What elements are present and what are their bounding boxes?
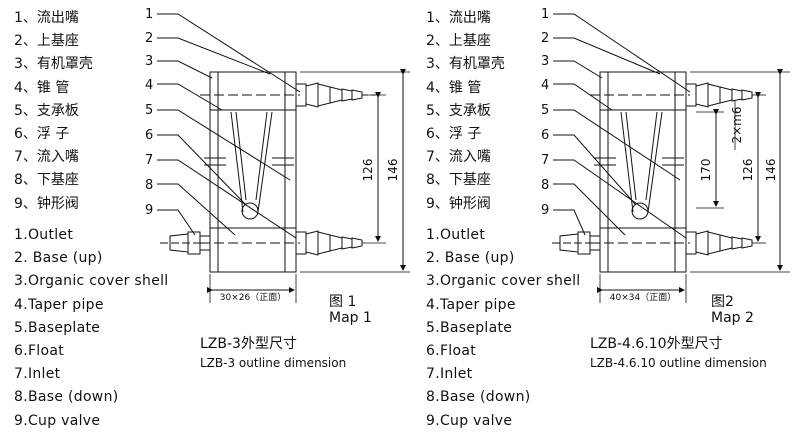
callout-number: 7	[541, 153, 549, 168]
left-callout-numbers: 1 2 3 4 5 6 7 8 9	[145, 7, 153, 218]
legend-item: 1、流出嘴	[426, 10, 491, 26]
legend-item: 2. Base (up)	[426, 250, 515, 267]
left-figure-label-cn: 图 1	[329, 294, 357, 310]
callout-number: 1	[145, 7, 153, 22]
legend-item: 2. Base (up)	[14, 250, 103, 267]
callout-number: 8	[541, 178, 549, 193]
right-title-en: LZB-4.6.10 outline dimension	[590, 356, 767, 370]
callout-number: 7	[145, 153, 153, 168]
left-title-en: LZB-3 outline dimension	[200, 356, 347, 370]
inlet-nozzle	[685, 230, 753, 256]
legend-item: 1.Outlet	[426, 227, 486, 243]
callout-number: 9	[541, 203, 549, 218]
legend-item: 5、支承板	[14, 102, 79, 119]
legend-item: 9、钟形阀	[14, 195, 79, 212]
legend-item: 9、钟形阀	[426, 195, 491, 212]
cover-shell	[599, 71, 687, 273]
right-flowmeter-drawing	[552, 13, 790, 303]
legend-item: 6.Float	[426, 342, 477, 359]
callout-number: 2	[145, 31, 153, 46]
right-callout-numbers: 1 2 3 4 5 6 7 8 9	[541, 7, 549, 218]
legend-item: 3.Organic cover shell	[14, 273, 169, 290]
float	[241, 202, 259, 220]
right-legend-chinese: 1、流出嘴 2、上基座 3、有机罩壳 4、锥 管 5、支承板 6、浮 子 7、流…	[426, 7, 505, 216]
legend-item: 5.Baseplate	[426, 319, 513, 336]
legend-item: 7.Inlet	[426, 366, 473, 383]
cup-valve	[160, 231, 211, 255]
dimension-126: 126	[361, 159, 375, 182]
legend-item: 7、流入嘴	[14, 149, 79, 166]
inlet-nozzle	[295, 230, 363, 256]
callout-number: 5	[145, 103, 153, 118]
dimension-146: 146	[764, 159, 778, 182]
left-flowmeter-drawing	[157, 13, 410, 303]
left-legend-english: 1.Outlet 2. Base (up) 3.Organic cover sh…	[14, 224, 169, 433]
right-title-cn: LZB-4.6.10外型尺寸	[590, 336, 723, 352]
dimension-146: 146	[386, 159, 400, 182]
callout-number: 4	[541, 78, 549, 93]
callout-number: 3	[541, 54, 549, 69]
legend-item: 5.Baseplate	[14, 319, 101, 336]
callout-number: 2	[541, 31, 549, 46]
legend-item: 4、锥 管	[14, 79, 70, 96]
legend-item: 8、下基座	[426, 172, 491, 189]
right-figure-label-cn: 图2	[711, 294, 734, 310]
dimension-126: 126	[741, 159, 755, 182]
dimension-170: 170	[699, 159, 713, 182]
legend-item: 6、浮 子	[14, 125, 70, 142]
legend-item: 9.Cup valve	[14, 412, 101, 429]
legend-item: 8.Base (down)	[426, 389, 531, 406]
cover-shell	[209, 71, 297, 273]
callout-number: 6	[541, 128, 549, 143]
left-figure-label-en: Map 1	[329, 310, 372, 326]
legend-item: 5、支承板	[426, 102, 491, 119]
legend-item: 7、流入嘴	[426, 149, 491, 166]
width-dimension: 30×26（正面）	[220, 292, 286, 303]
legend-item: 3.Organic cover shell	[426, 273, 581, 290]
legend-item: 2、上基座	[426, 33, 491, 50]
callout-number: 5	[541, 103, 549, 118]
legend-item: 1.Outlet	[14, 227, 74, 243]
right-legend-english: 1.Outlet 2. Base (up) 3.Organic cover sh…	[426, 224, 581, 433]
legend-item: 7.Inlet	[14, 366, 61, 383]
left-legend-chinese: 1、流出嘴 2、上基座 3、有机罩壳 4、锥 管 5、支承板 6、浮 子 7、流…	[14, 7, 93, 216]
legend-item: 6.Float	[14, 342, 65, 359]
outlet-nozzle	[685, 82, 753, 108]
legend-item: 6、浮 子	[426, 125, 482, 142]
callout-number: 3	[145, 54, 153, 69]
callout-number: 9	[145, 203, 153, 218]
callout-number: 1	[541, 7, 549, 22]
legend-item: 3、有机罩壳	[14, 56, 93, 73]
legend-item: 8.Base (down)	[14, 389, 119, 406]
legend-item: 4.Taper pipe	[14, 296, 104, 313]
legend-item: 1、流出嘴	[14, 10, 79, 26]
width-dimension: 40×34（正面）	[610, 292, 676, 303]
legend-item: 4.Taper pipe	[426, 296, 516, 313]
legend-item: 8、下基座	[14, 172, 79, 189]
legend-item: 3、有机罩壳	[426, 56, 505, 73]
dimension-2xm6: 2×m6	[730, 106, 744, 143]
legend-item: 4、锥 管	[426, 79, 482, 96]
legend-item: 2、上基座	[14, 33, 79, 50]
callout-number: 4	[145, 78, 153, 93]
legend-item: 9.Cup valve	[426, 412, 513, 429]
callout-number: 6	[145, 128, 153, 143]
left-title-cn: LZB-3外型尺寸	[200, 336, 297, 352]
cup-valve	[552, 231, 601, 255]
callout-number: 8	[145, 178, 153, 193]
right-figure-label-en: Map 2	[711, 310, 754, 326]
